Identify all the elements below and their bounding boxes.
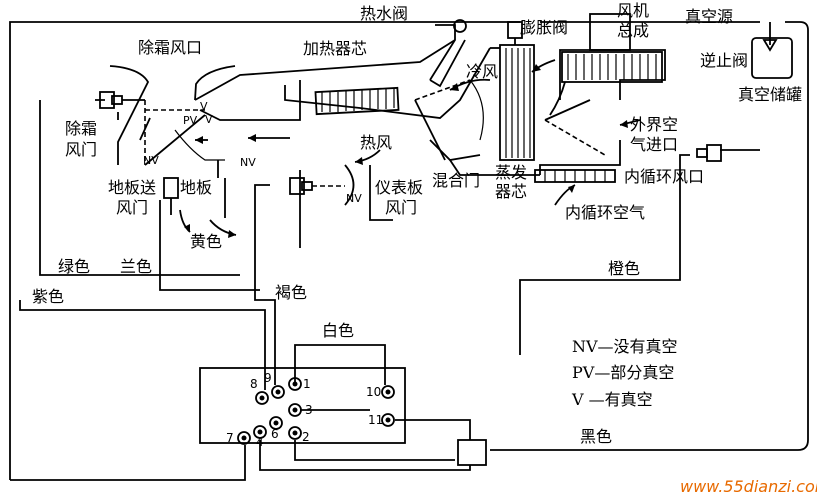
defrost-actuator [99,91,145,109]
vacuum-selector-box [199,367,406,444]
port-label-9: 9 [264,371,272,385]
label-white: 白色 [322,321,354,340]
floor-actuator [163,177,179,215]
label-heater-core: 加热器芯 [303,39,367,58]
port-label-10: 10 [366,385,381,399]
label-check-valve: 逆止阀 [700,51,748,70]
label-blower-1: 风机 [617,1,649,20]
heater-core [314,86,400,116]
label-pv: PV [183,114,198,127]
label-vacuum-tank: 真空储罐 [738,85,802,104]
label-v-2: V [200,100,208,113]
port-3 [288,403,302,417]
label-vacuum-source: 真空源 [685,7,733,26]
port-1 [288,377,302,391]
label-brown: 褐色 [275,283,307,302]
label-panel-door-1: 仪表板 [375,178,423,197]
outside-actuator [696,144,722,162]
duct-housing [194,39,666,248]
label-blower-2: 总成 [617,21,649,40]
legend-pv: PV—部分真空 [572,363,674,382]
label-outside-air-2: 气进口 [630,135,678,154]
label-v-1: V [205,113,213,126]
label-defrost-door-1: 除霜 [65,119,97,138]
label-recirc-air: 内循环空气 [565,203,645,222]
panel-actuator [289,164,355,206]
port-label-3: 3 [305,403,313,417]
watermark: www.55dianzi.com [680,477,817,496]
mode-door [144,100,225,166]
label-green: 绿色 [58,257,90,276]
vacuum-lines [9,21,809,481]
port-6 [269,416,283,430]
port-11 [381,413,395,427]
label-outside-air-1: 外界空 [630,115,678,134]
label-purple: 紫色 [32,287,64,306]
port-label-1: 1 [303,377,311,391]
port-label-2: 2 [302,430,310,444]
label-nv-1: NV [143,154,159,167]
label-evap-1: 蒸发 [495,163,527,182]
label-hot-air: 热风 [360,133,392,152]
label-mix-door: 混合门 [432,171,480,190]
port-9 [271,385,285,399]
label-floor: 地板 [180,178,212,197]
label-panel-door-2: 风门 [385,198,417,217]
label-defrost-outlet: 除霜风口 [138,38,202,57]
airflow-arrows [139,59,641,238]
label-yellow: 黄色 [190,232,222,251]
label-floor-door-2: 风门 [116,198,148,217]
label-evap-2: 器芯 [495,182,527,201]
port-label-11: 11 [368,413,383,427]
evaporator-core [499,21,535,161]
port-10 [381,385,395,399]
vacuum-tank [751,22,793,79]
label-floor-door-1: 地板送 [108,178,156,197]
label-blue: 兰色 [120,257,152,276]
label-nv-3: NV [346,192,362,205]
port-label-8: 8 [250,377,258,391]
port-7 [237,431,251,445]
hot-water-valve [429,19,467,88]
port-4 [253,425,267,439]
label-hot-water-valve: 热水阀 [360,4,408,23]
label-defrost-door-2: 风门 [65,140,97,159]
legend-nv: NV—没有真空 [572,337,678,356]
port-group [237,377,395,445]
port-label-7: 7 [226,431,234,445]
port-2 [288,426,302,440]
label-expansion-valve: 膨胀阀 [520,18,568,37]
label-nv-2: NV [240,156,256,169]
mix-door [414,79,484,161]
black-module [457,439,487,466]
blower-assembly [549,13,663,116]
label-cold-air: 冷风 [466,62,498,81]
port-label-6: 6 [271,427,279,441]
legend-v: V —有真空 [571,390,653,409]
label-recirc-inlet: 内循环风口 [624,167,704,186]
label-orange: 橙色 [608,259,640,278]
recirc-grille [534,169,616,183]
label-black: 黑色 [580,427,612,446]
outside-air-door [544,99,606,156]
port-label-4: 4 [256,435,264,449]
port-8 [255,391,269,405]
defrost-outlet [109,65,236,165]
